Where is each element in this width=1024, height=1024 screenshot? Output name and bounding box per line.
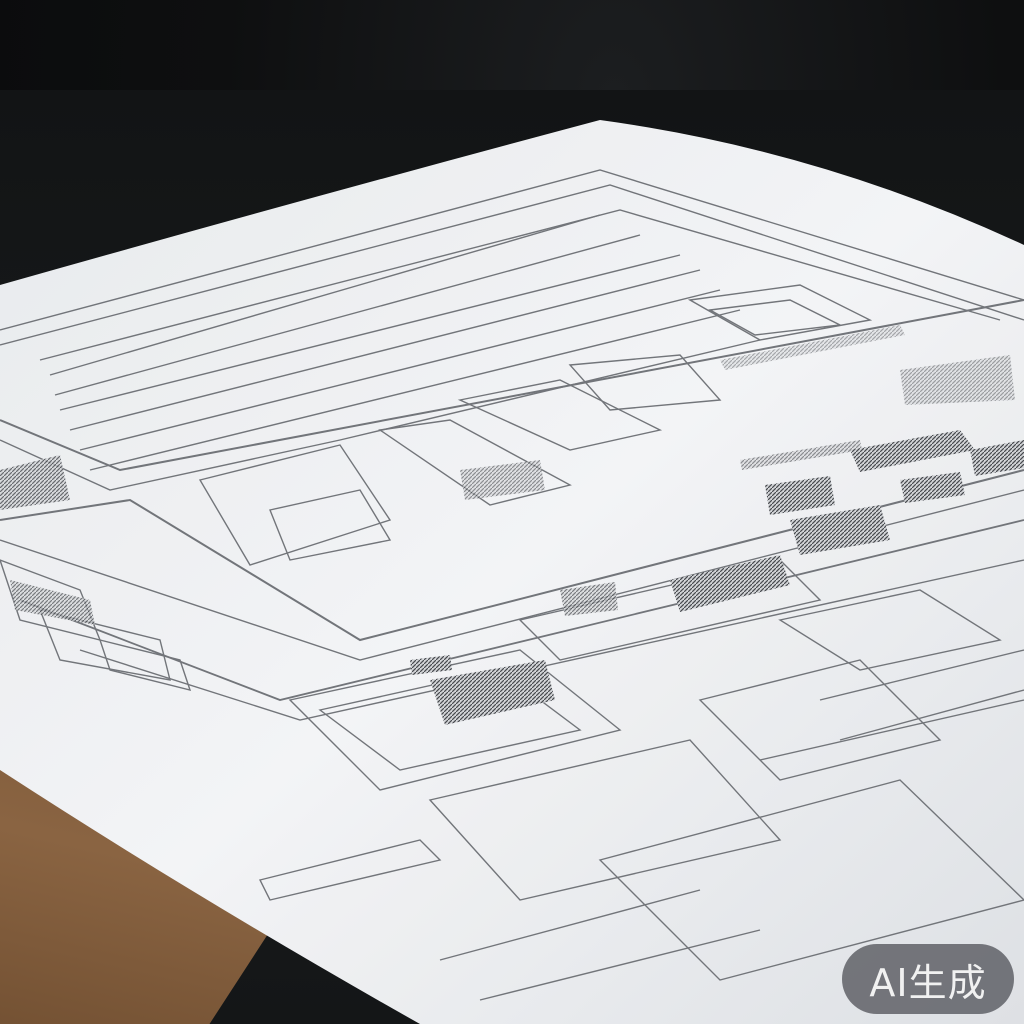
- hatched-detail-blocks: [0, 325, 1024, 725]
- watermark-label: AI生成: [869, 960, 987, 1005]
- ai-generated-watermark-badge: AI生成: [842, 944, 1014, 1014]
- drawing-linework: [0, 169, 1024, 1001]
